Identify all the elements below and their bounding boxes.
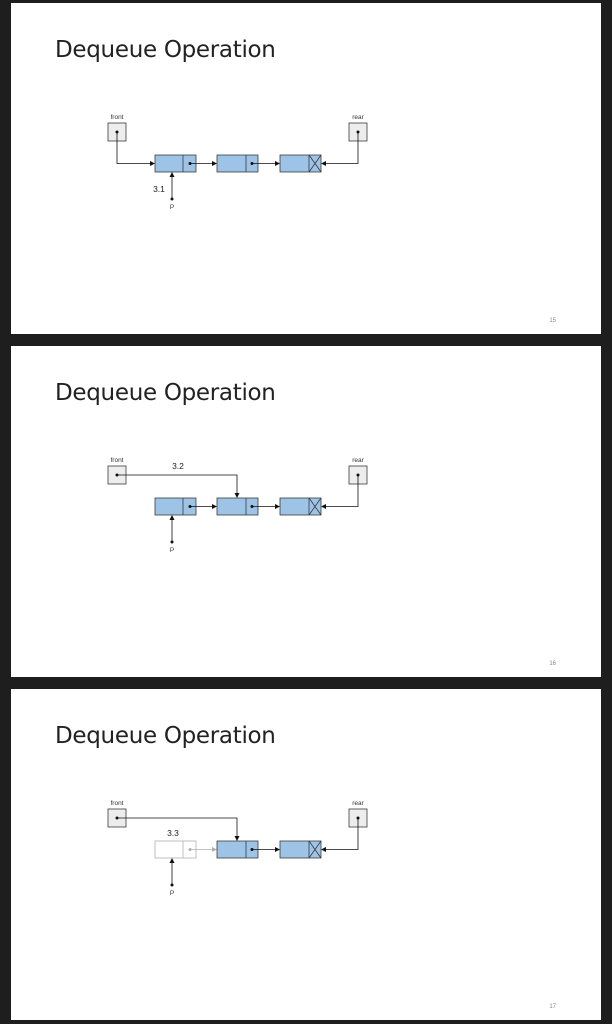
rear-label: rear <box>352 457 364 464</box>
deque-diagram-3: front rear <box>107 800 368 897</box>
slide-title: Dequeue Operation <box>55 37 276 63</box>
node-2 <box>216 497 259 516</box>
node-2 <box>216 840 259 859</box>
step-label: 3.1 <box>153 184 165 194</box>
rear-label: rear <box>352 800 364 807</box>
rear-to-node-3-arrow <box>325 132 359 164</box>
slide-3: Dequeue Operation front rear <box>11 689 601 1020</box>
front-to-node-2-arrow <box>117 817 238 837</box>
slide-title: Dequeue Operation <box>55 723 276 749</box>
front-label: front <box>110 457 123 464</box>
node-1 <box>154 497 197 516</box>
node-1 <box>154 154 197 173</box>
front-label: front <box>110 800 123 807</box>
rear-to-node-3-arrow <box>325 818 359 850</box>
deque-diagram-1: front rear <box>107 114 368 211</box>
node-3 <box>279 840 322 859</box>
slide-title: Dequeue Operation <box>55 380 276 406</box>
p-label: P <box>170 204 174 211</box>
front-to-node-2-arrow <box>117 474 238 494</box>
slide-2: Dequeue Operation front rear <box>11 346 601 677</box>
step-label: 3.2 <box>172 461 184 471</box>
node-3 <box>279 154 322 173</box>
p-label: P <box>170 547 174 554</box>
freed-node <box>154 840 217 859</box>
p-label: P <box>170 890 174 897</box>
step-label: 3.3 <box>167 828 179 838</box>
rear-label: rear <box>352 114 364 121</box>
front-to-node-1-arrow <box>116 132 151 164</box>
front-label: front <box>110 114 123 121</box>
node-3 <box>279 497 322 516</box>
slide-number: 15 <box>549 318 556 324</box>
node-2 <box>216 154 259 173</box>
slide-number: 17 <box>549 1004 556 1010</box>
rear-to-node-3-arrow <box>325 475 359 507</box>
slide-1: Dequeue Operation front rear <box>11 3 601 334</box>
deque-diagram-2: front rear P <box>107 457 368 554</box>
slide-number: 16 <box>549 661 556 667</box>
